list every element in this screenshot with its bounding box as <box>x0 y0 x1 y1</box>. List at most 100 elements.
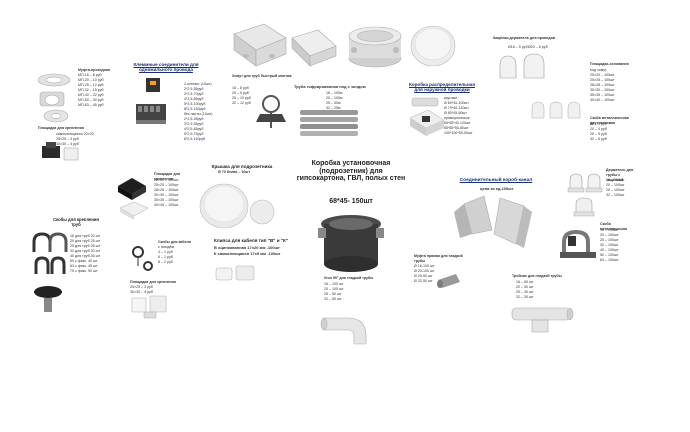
round-box-image <box>348 26 402 68</box>
pipe-sleeve-title: Муфта прямая для гладкой трубы <box>414 254 463 263</box>
cable-saddles-line: 20 для труб 25 шт <box>70 239 101 243</box>
tee-pipe-block: Тройник для гладкой трубы 16 – 60 шт 20 … <box>508 274 584 334</box>
pipe-clips-line: 20 – 9 руб <box>232 91 249 95</box>
fixing-plates-line: 20×20 – 100шт <box>590 73 615 77</box>
holder-clips-title: Защёлки-держатель для проводов <box>492 36 556 40</box>
mounting-plates-line: 30×30 – 100шт <box>154 193 179 197</box>
tee-pipe-line: 20 – 50 шт <box>516 285 534 289</box>
metal-clips-title: Скоба металлическая <box>600 222 628 231</box>
grommets-line: МП-50 – 30 руб <box>78 98 104 102</box>
pipe-clips-line: 32 – 12 руб <box>232 101 251 105</box>
pipe-corner-title: Угол 90° для гладкой трубы <box>324 276 374 280</box>
grommets-line: МП-40 – 22 руб <box>78 93 104 97</box>
terminal-line: 8*2,5-110руб <box>184 137 206 141</box>
mounting-plates-title: Площадки для крепления <box>154 172 181 181</box>
holder-clips-line: Ø20 – 6 руб <box>528 45 548 49</box>
metal-clip-image <box>560 229 596 258</box>
connector-block-image <box>131 295 167 319</box>
terminal-connectors-block: Клеммные соединители для одножильного пр… <box>128 62 228 142</box>
tee-pipe-line: 16 – 60 шт <box>516 280 534 284</box>
cable-channel-block: Соединительный короб-канал цена за ед.10… <box>444 178 548 254</box>
cable-clips-small-title: Скобы для кабеля <box>158 240 191 244</box>
terminal-line: 8*2,5-150руб <box>184 107 206 111</box>
pipe-sleeve-image <box>437 274 460 288</box>
cable-clips-small-block: Скобы для кабеля с гвоздём 4 – 1 руб 6 –… <box>124 236 194 326</box>
cover-lid-line: Ø 70 белая – 10шт <box>218 170 251 174</box>
pipe-holders-line: 32 – 100шт <box>606 193 625 197</box>
junction-box-open-title: Коробка распределительная для наружной п… <box>408 82 475 93</box>
small-clips-line: 16 – 3 руб <box>590 122 607 126</box>
mounting-plates-line: 40×40 – 100шт <box>154 203 179 207</box>
small-clips-line: 25 – 5 руб <box>590 132 607 136</box>
pipe-holders-line: 16 – 100шт <box>606 178 625 182</box>
mounting-plate-image <box>118 178 149 220</box>
fixing-plates-line: под хомут <box>590 68 607 72</box>
junction-box-open-line: круглые <box>444 96 458 100</box>
pipe-sleeve-line: Ø 25-50 шт <box>414 274 433 278</box>
grommets-line: МП-32 – 15 руб <box>78 88 104 92</box>
tee-pipe-line: 32 – 30 шт <box>516 295 534 299</box>
metal-clips-line: 20 – 100шт <box>600 233 619 237</box>
terminal-line: 3*2,5-70руб <box>184 92 204 96</box>
cable-clips-b-block: Клипса для кабеля тип "В" и "К" В оцинко… <box>214 238 310 288</box>
clamp-bases-block: Площадки для крепления самоклеящиеся 20×… <box>38 126 118 166</box>
small-clip-image <box>531 101 581 119</box>
cover-lid-title: Крышка для подрозетника <box>211 164 273 169</box>
cable-clip-small-image <box>132 246 153 271</box>
grommets-line: МП-25 – 12 руб <box>78 83 104 87</box>
cable-clips-b-title: Клипса для кабеля тип "В" и "К" <box>214 238 289 243</box>
terminal-connectors-title: Клеммные соединители для одножильного пр… <box>133 62 199 73</box>
round-box-block <box>344 18 406 70</box>
metal-clips-line: 32 – 100шт <box>600 243 619 247</box>
cable-saddles-line: 16 для труб 20 шт <box>70 234 101 238</box>
grommets-line: МП-16 – 8 руб <box>78 73 102 77</box>
pipe-sleeve-block: Муфта прямая для гладкой трубы Ø 16-100 … <box>414 254 474 304</box>
small-clips-title: Скоба металлическая двухлапковая <box>590 116 629 125</box>
cable-clips-small-line: 6 – 1 руб <box>158 255 173 259</box>
cable-clips-small-line: 8 – 2 руб <box>158 260 173 264</box>
pipe-sleeve-line: Ø 20-100 шт <box>414 269 435 273</box>
cable-channel-image <box>454 195 532 248</box>
fixing-plates-line: 30×30 – 100шт <box>590 88 615 92</box>
tee-pipe-line: 25 – 40 шт <box>516 290 534 294</box>
metal-clips-line: 63 – 100шт <box>600 258 619 262</box>
cable-saddles-line: 50 с фикс. 40 шт <box>70 259 98 263</box>
pipe-corner-line: 20 – 100 шт <box>324 287 344 291</box>
terminal-line: 2-контакт (10шт) <box>184 82 212 86</box>
cable-saddles-line: 63 с фикс. 45 шт <box>70 264 98 268</box>
pipe-clip-image <box>256 95 286 128</box>
cable-saddles-line: 40 для труб 35 шт <box>70 254 101 258</box>
pipe-clips-line: 25 – 10 руб <box>232 96 251 100</box>
grommets-title: Муфта-проходная <box>78 68 111 72</box>
connector-block-line: 25×25 – 3 руб <box>130 285 153 289</box>
round-lid-image <box>410 25 456 67</box>
junction-box-open-line: 65*65*40-120шт <box>444 121 471 125</box>
cable-clips-b-line: В оцинкованная 17х20 мм -100шт <box>214 245 280 250</box>
junction-box-open-line: Ø 60*40-100шт <box>444 101 469 105</box>
corrugated-pipe-line: 20 – 100м <box>326 96 343 100</box>
terminal-line: 2*2,5-45руб <box>184 117 204 121</box>
pipe-clips-title: Хомут для труб быстрый монтаж <box>232 74 292 78</box>
junction-box-square-block <box>228 20 288 68</box>
mounting-plates-line: 25×25 – 100шт <box>154 183 179 187</box>
grommets-block: Муфта-проходная МП-16 – 8 руб МП-20 – 10… <box>34 68 114 128</box>
metal-clips-block: Скоба металлическая 16 – 100шт 20 – 100ш… <box>560 222 636 272</box>
corrugated-pipe-line: 25 – 50м <box>326 101 341 105</box>
mounting-plates-line: 35×35 – 100шт <box>154 198 179 202</box>
tee-pipe-title: Тройник для гладкой трубы <box>512 274 562 278</box>
pipe-sleeve-line: Ø 32-50 шт <box>414 279 433 283</box>
junction-box-square-image <box>233 23 287 67</box>
clamp-bases-line: 25×25 – 3 руб <box>56 137 79 141</box>
cable-channel-line: цена за ед.100шт <box>480 186 514 191</box>
cable-clips-b-line: К самоклеящаяся 17х5 мм -100шт <box>214 251 281 256</box>
pipe-corner-line: 25 – 50 шт <box>324 292 342 296</box>
fixing-plates-line: 35×35 – 100шт <box>590 93 615 97</box>
cable-saddles-title: Скобы для крепления труб <box>53 217 99 227</box>
terminal-line: 4*2,5-65руб <box>184 127 204 131</box>
pipe-corner-line: 16 – 100 шт <box>324 282 344 286</box>
terminal-line: 5*2,5-100руб <box>184 102 206 106</box>
metal-clips-line: 50 – 100шт <box>600 253 619 257</box>
pipe-holders-line: 25 – 100шт <box>606 188 625 192</box>
terminal-connector-image <box>136 78 166 124</box>
